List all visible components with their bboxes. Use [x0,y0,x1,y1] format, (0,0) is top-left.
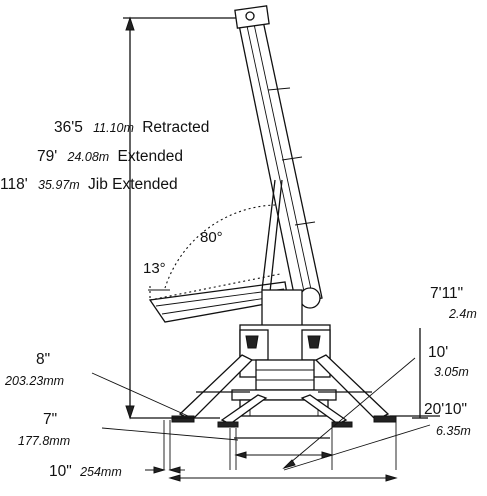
retracted-height-label: 36'5 11.10m Retracted [54,119,209,136]
spread-20-10-imperial: 20'10" [424,401,467,418]
right-dimension-labels: 7'11" 2.4m 10' 3.05m 20'10" 6.35m [424,285,477,438]
ground-and-pads [130,328,440,470]
height-7-11-metric: 2.4m [448,307,477,321]
lowered-boom-outline [148,273,289,323]
elevation-arcs [148,204,276,300]
left-dimension-labels: 8" 203.23mm 7" 177.8mm 10" 254mm [4,351,122,480]
jib-extended-height-label: 118' 35.97m Jib Extended [0,176,178,193]
leader-lines [91,357,431,471]
crane-base [231,289,337,417]
boom [234,5,323,309]
height-dimension-line [123,16,240,420]
height-7-11-imperial: 7'11" [430,285,463,302]
clearance-8-metric: 203.23mm [4,374,64,388]
min-elevation-angle: 13° [143,260,166,277]
max-elevation-angle: 80° [200,229,223,246]
extended-height-label: 79' 24.08m Extended [37,148,183,165]
width-10-imperial: 10' [428,344,448,361]
pad-10-label: 10" 254mm [49,463,122,480]
clearance-8-imperial: 8" [36,351,50,368]
outriggers [171,354,397,428]
clearance-7-metric: 177.8mm [18,434,70,448]
width-dimension-lines [145,451,398,482]
height-labels: 36'5 11.10m Retracted 79' 24.08m Extende… [0,119,209,193]
spread-20-10-metric: 6.35m [436,424,471,438]
width-10-metric: 3.05m [434,365,469,379]
clearance-7-imperial: 7" [43,411,57,428]
